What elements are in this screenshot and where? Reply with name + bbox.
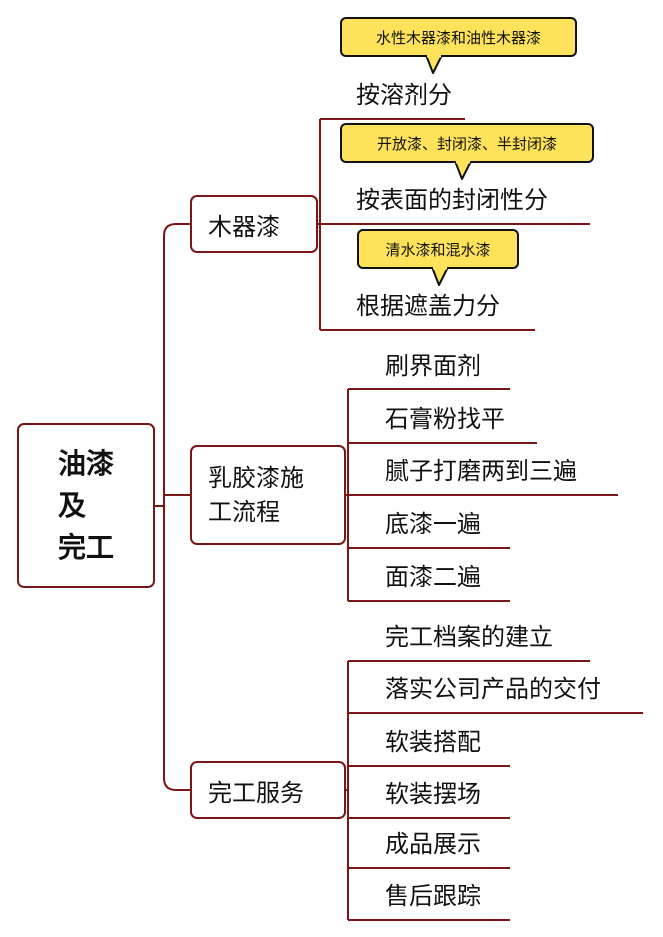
leaf-by-sealing[interactable]: 按表面的封闭性分	[356, 186, 548, 214]
leaf-soft-furnishing-staging[interactable]: 软装摆场	[385, 780, 481, 808]
callout-hiding: 清水漆和混水漆	[357, 229, 519, 269]
branch-wood-paint[interactable]: 木器漆	[190, 195, 318, 253]
callout-hiding-text: 清水漆和混水漆	[385, 240, 491, 259]
leaf-primer[interactable]: 底漆一遍	[385, 510, 481, 538]
leaf-by-hiding[interactable]: 根据遮盖力分	[356, 292, 500, 320]
root-node[interactable]: 油漆 及 完工	[17, 423, 155, 588]
leaf-product-delivery[interactable]: 落实公司产品的交付	[385, 675, 601, 703]
leaf-topcoat[interactable]: 面漆二遍	[385, 563, 481, 591]
root-label-line-2: 及	[57, 488, 86, 522]
branch-latex-process-label-line-1: 乳胶漆施	[208, 464, 304, 492]
root-label-line-1: 油漆	[57, 446, 114, 480]
branch-latex-process-label-line-2: 工流程	[208, 498, 280, 526]
root-label-line-3: 完工	[57, 530, 114, 564]
branch-completion-service-label: 完工服务	[208, 778, 304, 807]
callout-sealing-text: 开放漆、封闭漆、半封闭漆	[376, 134, 557, 153]
leaf-by-solvent[interactable]: 按溶剂分	[356, 81, 452, 109]
leaf-soft-furnishing-match[interactable]: 软装搭配	[385, 728, 481, 756]
callout-sealing-tail	[454, 161, 472, 180]
callout-solvent: 水性木器漆和油性木器漆	[340, 17, 577, 57]
callout-sealing: 开放漆、封闭漆、半封闭漆	[340, 123, 594, 163]
branch-latex-process[interactable]: 乳胶漆施 工流程	[190, 445, 346, 545]
callout-solvent-text: 水性木器漆和油性木器漆	[375, 28, 541, 47]
leaf-completion-archive[interactable]: 完工档案的建立	[385, 623, 553, 651]
leaf-after-sales[interactable]: 售后跟踪	[385, 882, 481, 910]
callout-solvent-tail	[425, 55, 443, 74]
branch-wood-paint-label: 木器漆	[208, 212, 280, 241]
connector-spine	[163, 223, 190, 791]
leaf-showcase[interactable]: 成品展示	[385, 830, 481, 858]
callout-hiding-tail	[431, 267, 449, 286]
leaf-interface-agent[interactable]: 刷界面剂	[385, 352, 481, 380]
leaf-putty-sanding[interactable]: 腻子打磨两到三遍	[385, 457, 577, 485]
branch-completion-service[interactable]: 完工服务	[190, 761, 346, 819]
leaf-gypsum-leveling[interactable]: 石膏粉找平	[385, 405, 505, 433]
